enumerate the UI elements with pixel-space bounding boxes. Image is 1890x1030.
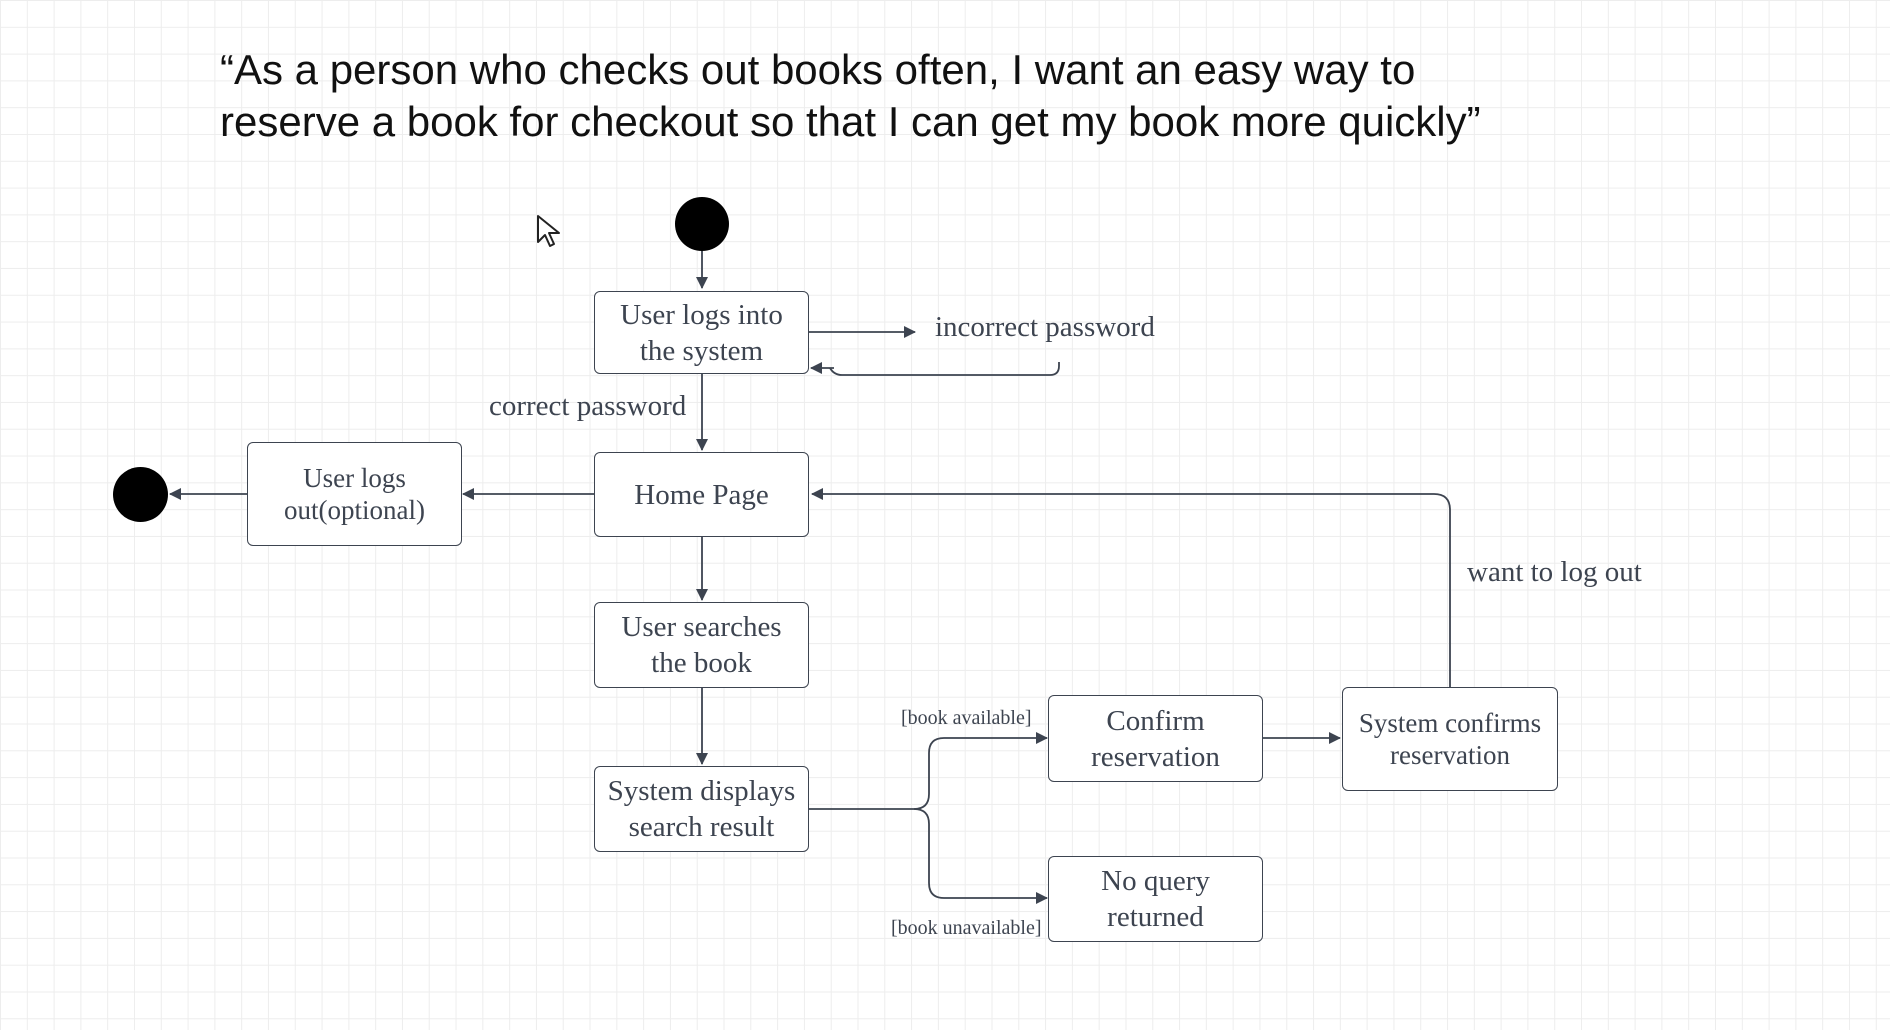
activity-label-line-1: System displays xyxy=(607,775,796,807)
edge-label-correct-password: correct password xyxy=(489,390,687,422)
mouse-pointer-icon xyxy=(537,215,560,247)
activity-label-line-2: the system xyxy=(639,334,764,367)
activity-label-line-1: User searches xyxy=(621,611,782,643)
activity-label-line-2: the book xyxy=(651,647,752,679)
activity-label-line-2: reservation xyxy=(1390,740,1510,770)
activity-label: Home Page xyxy=(634,478,769,511)
activity-label-line-1: No query xyxy=(1101,865,1210,897)
activity-user-logs-in[interactable]: User logs into the system xyxy=(594,291,809,374)
activity-confirm-reservation[interactable]: Confirm reservation xyxy=(1048,695,1263,782)
activity-label-line-2: out(optional) xyxy=(284,495,425,525)
edge-branch-to-confirm xyxy=(913,732,1048,810)
edge-label-incorrect-password: incorrect password xyxy=(935,311,1155,343)
edge-branch-to-noquery xyxy=(913,808,1048,904)
activity-system-confirms-reservation[interactable]: System confirms reservation xyxy=(1342,687,1558,791)
activity-system-displays-results[interactable]: System displays search result xyxy=(594,766,809,852)
user-story-quote: “As a person who checks out books often,… xyxy=(220,44,1620,148)
start-node xyxy=(675,197,729,251)
activity-label-line-1: System confirms xyxy=(1358,708,1542,738)
quote-line-1: “As a person who checks out books often,… xyxy=(220,46,1416,93)
activity-label-line-2: returned xyxy=(1107,901,1204,933)
activity-label-line-1: Confirm xyxy=(1106,704,1205,737)
edge-label-book-unavailable: [book unavailable] xyxy=(891,917,1042,939)
activity-user-searches-book[interactable]: User searches the book xyxy=(594,602,809,688)
activity-label-line-2: reservation xyxy=(1091,740,1220,773)
end-node xyxy=(113,467,168,522)
quote-line-2: reserve a book for checkout so that I ca… xyxy=(220,98,1481,145)
activity-label-line-1: User logs into xyxy=(620,298,783,331)
edge-sysconfirm-to-home xyxy=(811,488,1451,688)
edge-incorrect-loop-back xyxy=(829,362,1060,376)
edge-label-want-to-log-out: want to log out xyxy=(1467,556,1642,588)
activity-no-query-returned[interactable]: No query returned xyxy=(1048,856,1263,942)
activity-user-logs-out[interactable]: User logs out(optional) xyxy=(247,442,462,546)
edge-label-book-available: [book available] xyxy=(901,707,1032,729)
activity-label-line-1: User logs xyxy=(303,463,406,493)
activity-label-line-2: search result xyxy=(628,811,775,843)
activity-home-page[interactable]: Home Page xyxy=(594,452,809,537)
